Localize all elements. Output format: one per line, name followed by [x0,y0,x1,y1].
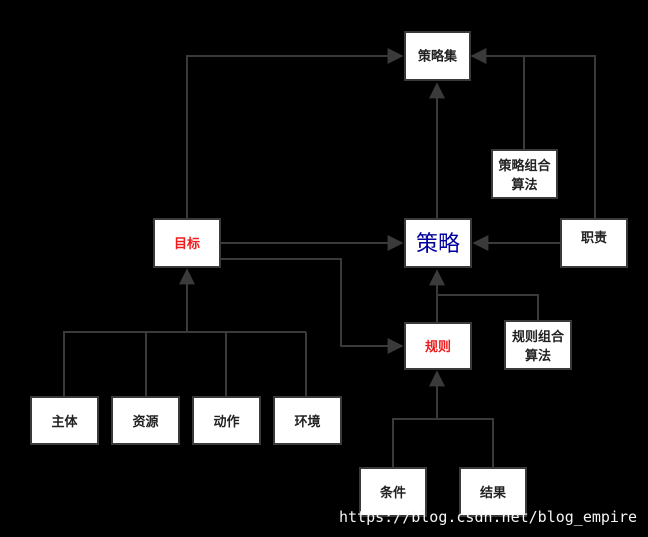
edge-condition-result-to-rule [392,372,494,468]
environment-label: 环境 [294,414,320,430]
node-strategy[interactable]: 策略 [404,218,472,268]
strategy-set-label: 策略集 [418,49,458,65]
edge-target-to-rule [221,258,404,354]
edges [63,48,596,468]
node-subject[interactable]: 主体 [30,396,99,445]
target-label: 目标 [174,236,200,252]
condition-label: 条件 [380,485,406,501]
node-strategy-combination-algorithm[interactable]: 策略组合 算法 [491,149,558,199]
strategy-label: 策略 [416,232,460,257]
node-target[interactable]: 目标 [153,218,221,268]
node-resource[interactable]: 资源 [111,396,180,445]
subject-label: 主体 [51,414,78,430]
edge-attributes-to-target [63,270,307,397]
rule-label: 规则 [425,339,451,355]
node-rule-combination-algorithm[interactable]: 规则组合 算法 [504,320,572,370]
edge-rule-combo-link [437,294,539,321]
result-label: 结果 [480,485,506,501]
node-strategy-set[interactable]: 策略集 [404,31,471,81]
action-label: 动作 [213,414,239,430]
node-condition[interactable]: 条件 [359,467,427,517]
strategy-combo-label-line1: 策略组合 [498,158,551,174]
rule-combo-label-line2: 算法 [525,348,551,364]
resource-label: 资源 [132,414,158,430]
node-environment[interactable]: 环境 [273,396,342,445]
node-duty[interactable]: 职责 [560,218,628,268]
node-result[interactable]: 结果 [459,467,527,517]
edge-duty-to-strategy-set [470,48,596,219]
duty-label: 职责 [581,230,607,246]
rule-combo-label-line1: 规则组合 [512,329,565,345]
node-rule[interactable]: 规则 [404,322,472,370]
edge-target-to-strategy-set [186,48,404,219]
node-action[interactable]: 动作 [192,396,261,445]
strategy-combo-label-line2: 算法 [511,177,537,193]
watermark: https://blog.csdn.net/blog_empire [339,508,637,526]
